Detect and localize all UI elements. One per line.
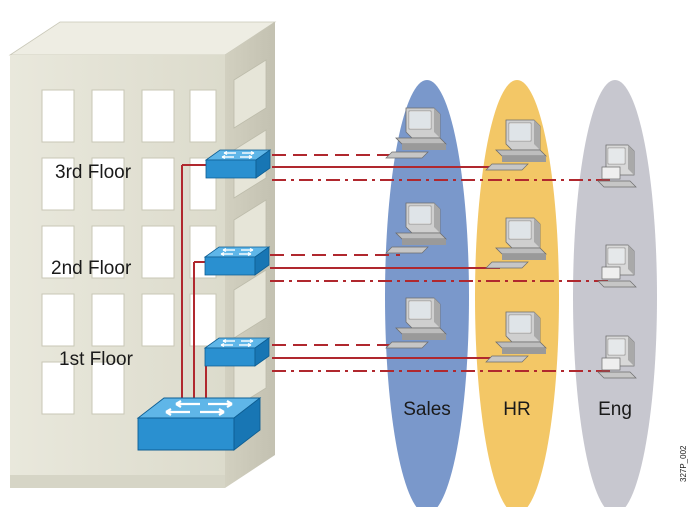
floor-label-2nd: 2nd Floor (51, 258, 132, 279)
switch-1st-floor (204, 337, 270, 367)
switch-3rd-floor (205, 149, 271, 179)
figure-code: 327P_002 (679, 445, 688, 482)
window-grid (41, 89, 217, 415)
vlan-sales-ellipse (385, 80, 469, 507)
vlan-links (270, 154, 610, 372)
switch-2nd-floor (204, 246, 270, 276)
vlan-hr-ellipse (475, 80, 559, 507)
core-switch-icon (136, 397, 262, 451)
floor-label-3rd: 3rd Floor (55, 162, 132, 183)
vlan-label-hr: HR (503, 399, 530, 420)
vlan-eng-ellipse (573, 80, 657, 507)
vlan-label-sales: Sales (403, 399, 451, 420)
floor-label-1st: 1st Floor (59, 349, 134, 370)
vlan-label-eng: Eng (598, 399, 632, 420)
